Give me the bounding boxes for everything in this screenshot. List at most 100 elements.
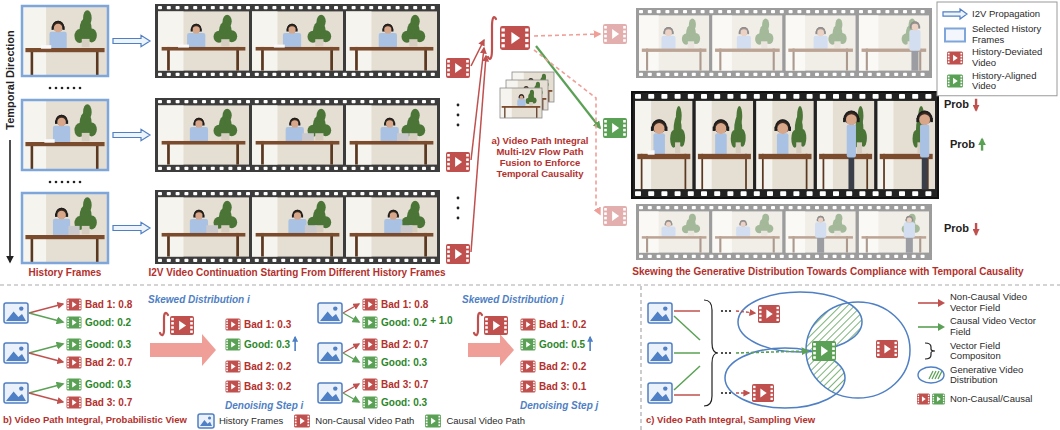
person-face bbox=[741, 222, 746, 227]
film-hole bbox=[226, 384, 228, 386]
film-hole bbox=[918, 402, 919, 403]
person-hair bbox=[817, 216, 824, 223]
person-hair bbox=[383, 24, 392, 33]
film-hole bbox=[176, 100, 180, 103]
legend-item: Causal Video Path bbox=[424, 413, 525, 429]
film-hole bbox=[255, 192, 259, 195]
film-hole bbox=[220, 100, 224, 103]
film-hole bbox=[226, 344, 228, 346]
video-icon-body bbox=[363, 316, 378, 328]
film-hole bbox=[439, 422, 441, 424]
film-hole bbox=[220, 192, 224, 195]
person-face bbox=[817, 29, 824, 36]
film-hole bbox=[325, 192, 329, 195]
ellipsis-dot bbox=[725, 392, 727, 394]
play-triangle bbox=[72, 301, 76, 307]
integral-symbol bbox=[474, 313, 482, 335]
image-icon-body bbox=[4, 343, 28, 363]
film-hole bbox=[894, 73, 898, 76]
video-frame bbox=[252, 105, 343, 165]
film-hole bbox=[290, 6, 294, 9]
film-hole bbox=[238, 344, 240, 346]
film-hole bbox=[807, 94, 813, 99]
film-hole bbox=[780, 255, 784, 258]
history-frame-icon bbox=[318, 303, 342, 323]
ellipsis-dot bbox=[55, 87, 58, 90]
film-hole bbox=[736, 10, 740, 13]
plant-pot bbox=[221, 133, 229, 140]
image-icon-mountain bbox=[6, 351, 26, 361]
headphone-cup bbox=[663, 31, 665, 34]
play-triangle bbox=[368, 319, 372, 325]
image-icon-mountain bbox=[6, 391, 26, 401]
film-hole bbox=[912, 206, 916, 209]
legend-sample bbox=[916, 389, 946, 409]
film-hole bbox=[762, 255, 766, 258]
film-hole bbox=[824, 73, 828, 76]
person-hair bbox=[911, 21, 920, 30]
film-hole bbox=[67, 317, 69, 319]
film-hole bbox=[665, 206, 669, 209]
film-hole bbox=[281, 192, 285, 195]
film-hole bbox=[67, 342, 69, 344]
headphone-cup bbox=[824, 31, 826, 34]
causal-path-item: Good: 0.3 bbox=[362, 394, 427, 410]
film-hole bbox=[933, 402, 934, 403]
film-hole bbox=[431, 100, 435, 103]
film-hole bbox=[67, 302, 69, 304]
film-hole bbox=[255, 73, 259, 76]
image-icon-mountain bbox=[320, 351, 340, 361]
person-hair bbox=[56, 115, 67, 126]
film-hole bbox=[202, 73, 206, 76]
film-hole bbox=[525, 28, 528, 31]
legend-label: Non-Causal Video Path bbox=[315, 416, 414, 427]
person-face bbox=[846, 114, 857, 125]
person-body bbox=[653, 133, 665, 155]
film-hole bbox=[308, 422, 310, 424]
headphone-band bbox=[652, 120, 666, 127]
desk-top bbox=[350, 47, 434, 51]
film-hole bbox=[316, 100, 320, 103]
film-hole bbox=[683, 73, 687, 76]
frame-window-light bbox=[158, 197, 183, 257]
video-icon-body bbox=[226, 338, 241, 350]
film-hole bbox=[868, 255, 872, 258]
film-hole bbox=[226, 322, 228, 324]
play-triangle bbox=[612, 123, 619, 133]
film-hole bbox=[877, 346, 879, 348]
film-hole bbox=[343, 167, 347, 170]
film-hole bbox=[921, 255, 925, 258]
headphone-cup bbox=[651, 127, 654, 131]
film-hole bbox=[604, 39, 607, 42]
film-hole bbox=[928, 397, 929, 398]
film-hole bbox=[167, 192, 171, 195]
desk-top bbox=[350, 141, 434, 145]
film-hole bbox=[832, 343, 835, 346]
film-hole bbox=[363, 307, 365, 309]
plant-pot bbox=[315, 39, 323, 46]
film-hole bbox=[714, 94, 720, 99]
person-hair bbox=[664, 27, 673, 36]
film-hole bbox=[375, 322, 377, 324]
film-hole bbox=[521, 389, 523, 391]
headphone-cup bbox=[63, 26, 65, 29]
film-hole bbox=[375, 357, 377, 359]
play-triangle bbox=[937, 396, 941, 402]
film-hole bbox=[833, 206, 837, 209]
film-hole bbox=[841, 10, 845, 13]
film-hole bbox=[466, 158, 469, 161]
person-face bbox=[57, 118, 66, 127]
desk-top bbox=[698, 154, 751, 159]
film-hole bbox=[171, 322, 174, 324]
film-hole bbox=[776, 319, 778, 321]
person-body bbox=[814, 36, 828, 50]
legend-box bbox=[937, 2, 1057, 96]
vector-field-sample bbox=[918, 326, 940, 328]
film-hole bbox=[158, 100, 162, 103]
person-hair bbox=[194, 210, 203, 219]
person-body bbox=[909, 30, 920, 51]
video-icon-body bbox=[947, 75, 963, 88]
video-icon-body bbox=[521, 318, 536, 330]
film-hole bbox=[228, 259, 232, 262]
video-icon bbox=[226, 380, 241, 392]
